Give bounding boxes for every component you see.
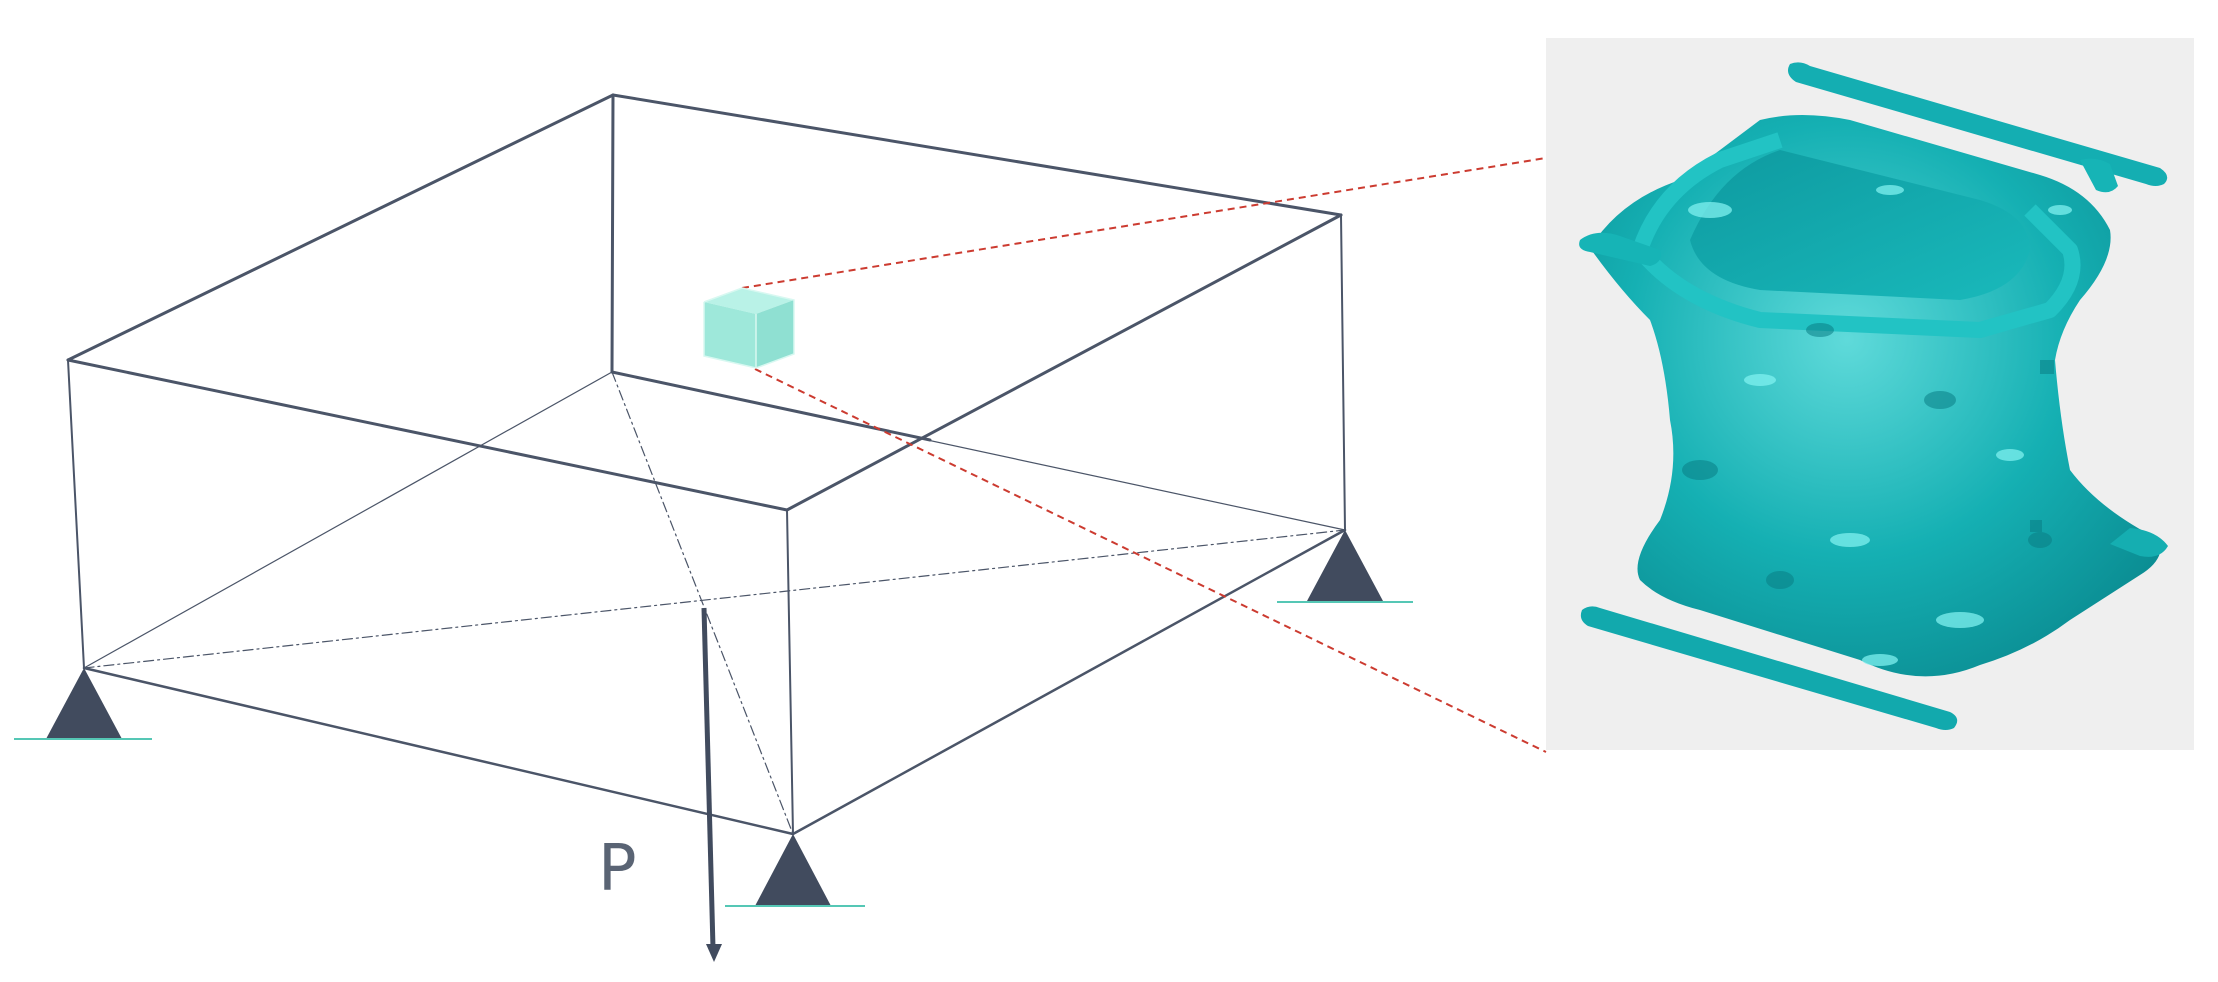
lattice-top-rim <box>1632 132 2081 338</box>
zoom-line-top <box>741 157 1547 289</box>
lattice-bottom-rail <box>1580 606 1958 730</box>
zoom-line-bottom <box>754 368 1547 753</box>
floor-diagonal-a <box>83 529 1346 669</box>
cube-icon <box>703 287 795 369</box>
frame-edge-vertical-back <box>610 93 615 374</box>
triangle-support-icon <box>46 668 122 739</box>
support-right <box>1277 530 1413 603</box>
frame-edge-top-front <box>66 358 789 512</box>
triangle-support-icon <box>755 834 831 906</box>
frame-edge-bottom-back-thick <box>610 370 932 442</box>
frame-edge-vertical-front <box>786 509 794 835</box>
cube-edges <box>703 287 795 369</box>
lattice-top-rail <box>1788 62 2168 186</box>
lattice-inset <box>1546 38 2194 750</box>
frame-edge-bottom-left-back <box>83 371 613 669</box>
zoom-guides <box>741 157 1547 753</box>
lattice-shadows <box>1682 323 2054 589</box>
load-label: P <box>598 832 637 906</box>
lattice-right-ledge <box>2080 158 2118 193</box>
lattice-top-opening <box>1690 150 2030 300</box>
cube-front-face <box>704 302 756 368</box>
load-arrow: P <box>598 607 722 962</box>
lattice-lower-right-ledge <box>2110 528 2168 557</box>
frame-edge-bottom-left-front <box>82 666 795 836</box>
floor-diagonal-b <box>611 371 794 835</box>
supports <box>14 530 1413 907</box>
load-arrow-shaft <box>701 607 716 949</box>
frame-edge-vertical-right <box>1340 214 1346 531</box>
frame-edge-vertical-left <box>67 359 85 669</box>
lattice-highlights <box>1688 185 2072 666</box>
lattice-left-ledge <box>1579 232 1661 266</box>
triangle-support-icon <box>1307 530 1383 601</box>
frame-edge-bottom-right-front <box>791 528 1347 836</box>
support-front <box>725 834 865 907</box>
frame-edge-top-right <box>785 213 1343 512</box>
support-left <box>14 668 152 740</box>
arrow-head-icon <box>706 944 722 962</box>
cube-side-face <box>756 300 794 368</box>
frame-edge-top-left <box>66 93 615 362</box>
frame-edge-top-back <box>611 93 1343 217</box>
